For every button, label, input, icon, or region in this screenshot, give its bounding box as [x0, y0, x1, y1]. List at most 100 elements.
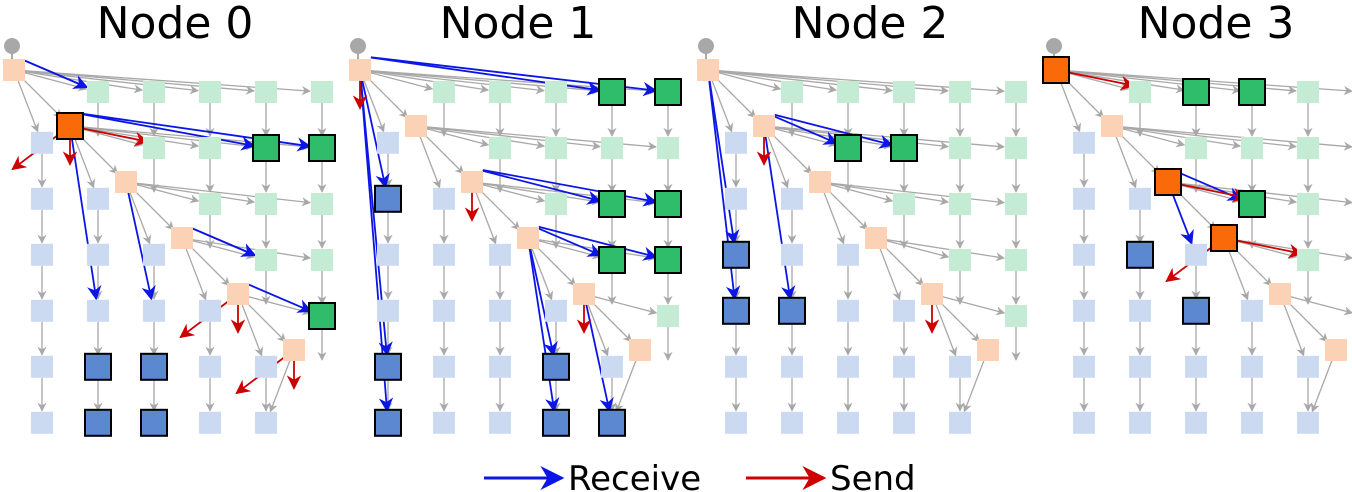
structure-edge [1059, 80, 1081, 133]
upper-task [837, 81, 859, 103]
lower-task [255, 411, 277, 434]
panel-node-1: Node 1 [349, 0, 682, 437]
lower-task [433, 355, 455, 378]
structure-edge [77, 133, 119, 175]
structure-edge [133, 189, 175, 231]
lower-task [1073, 299, 1095, 322]
send-edge [1234, 239, 1304, 259]
upper-task [1297, 137, 1319, 159]
structure-edge [1115, 136, 1137, 189]
dependency-graph [697, 38, 1027, 434]
lower-task [1185, 243, 1207, 266]
upper-task [1185, 137, 1207, 159]
node-layer [3, 38, 336, 437]
receive-edge [127, 192, 156, 301]
lower-task [374, 184, 402, 213]
lower-task [87, 187, 109, 210]
edge-layer [705, 54, 1021, 413]
lower-task [1129, 411, 1151, 434]
diagonal-task [753, 115, 775, 137]
upper-task [199, 193, 221, 215]
panel-title: Node 2 [792, 0, 949, 49]
lower-task [542, 352, 570, 381]
lower-task [374, 408, 402, 437]
lower-task [377, 243, 399, 266]
lower-task [433, 299, 455, 322]
upper-task [255, 249, 277, 271]
lower-task [433, 411, 455, 434]
upper-task [143, 81, 165, 103]
diagonal-task [1154, 168, 1182, 196]
lower-task [140, 352, 168, 381]
diagonal-task [977, 339, 999, 361]
structure-edge [419, 136, 441, 189]
upper-task [949, 193, 971, 215]
edge-layer [11, 54, 327, 413]
structure-edge [129, 192, 151, 245]
lower-task [1297, 355, 1319, 378]
lower-task [545, 299, 567, 322]
structure-edge [718, 71, 838, 94]
lower-task [199, 355, 221, 378]
lower-task [1241, 411, 1263, 434]
dependency-graph [3, 38, 336, 437]
lower-task [31, 355, 53, 378]
lower-task [837, 355, 859, 378]
upper-task [545, 193, 567, 215]
structure-edge [879, 248, 901, 301]
upper-task [199, 137, 221, 159]
upper-task [1241, 137, 1263, 159]
structure-edge [1178, 183, 1298, 206]
lower-task [143, 243, 165, 266]
upper-task [87, 81, 109, 103]
diagonal-task [921, 283, 943, 305]
structure-edge [136, 184, 200, 204]
lower-task [1297, 411, 1319, 434]
diagonal-task [227, 283, 249, 305]
upper-task [1238, 190, 1266, 218]
structure-edge [482, 184, 546, 204]
lower-task [31, 131, 53, 154]
structure-edge [963, 360, 985, 413]
structure-edge [370, 70, 545, 95]
node-layer [697, 38, 1027, 434]
upper-task [949, 81, 971, 103]
lower-task [725, 187, 747, 210]
send-edge [1066, 71, 1136, 91]
structure-edge [136, 183, 256, 206]
upper-task [654, 78, 682, 106]
upper-task [1005, 249, 1027, 271]
structure-edge [24, 70, 199, 95]
receive-edge [708, 80, 740, 245]
structure-edge [935, 304, 957, 357]
structure-edge [823, 192, 845, 245]
receive-edge [80, 113, 256, 151]
lower-task [31, 411, 53, 434]
upper-task [311, 193, 333, 215]
upper-task [1005, 81, 1027, 103]
upper-task [598, 246, 626, 274]
lower-task [489, 243, 511, 266]
lower-task [87, 299, 109, 322]
structure-edge [189, 245, 231, 287]
lower-task [949, 355, 971, 378]
send-edge [1178, 183, 1248, 203]
structure-edge [594, 296, 658, 316]
lower-task [725, 131, 747, 154]
root-node [1046, 38, 1062, 54]
structure-edge [886, 239, 1006, 262]
lower-task [893, 411, 915, 434]
structure-edge [1063, 77, 1105, 119]
upper-task [1297, 81, 1319, 103]
lower-task [837, 243, 859, 266]
diagonal-task [517, 227, 539, 249]
structure-edge [1283, 304, 1305, 357]
structure-edge [1234, 240, 1298, 260]
upper-task [545, 81, 567, 103]
structure-edge [73, 136, 95, 189]
structure-edge [1234, 239, 1352, 262]
structure-edge [367, 77, 409, 119]
upper-task [311, 249, 333, 271]
structure-edge [80, 128, 144, 148]
